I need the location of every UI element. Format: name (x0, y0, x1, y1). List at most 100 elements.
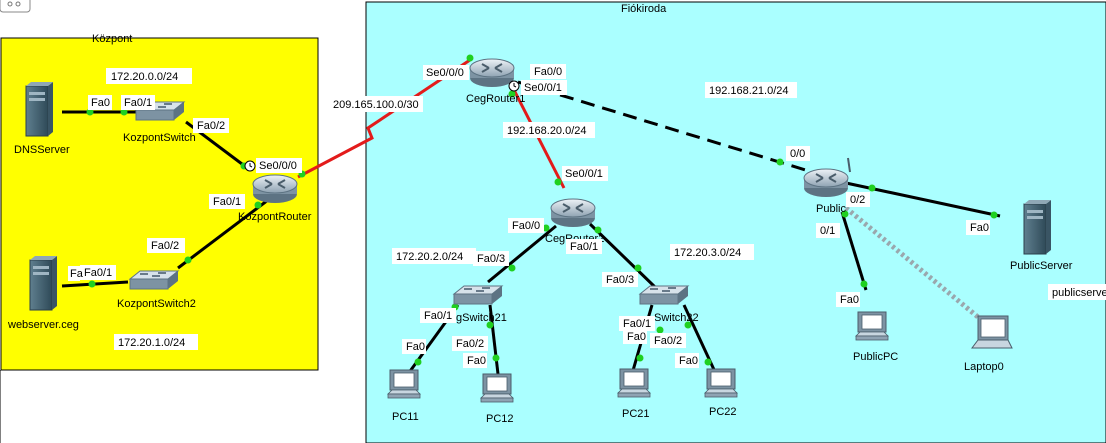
antenna-icon (847, 157, 851, 173)
svg-text:Fa0/1: Fa0/1 (623, 318, 651, 330)
device-pc12[interactable]: PC12 (480, 373, 514, 425)
port-label: Fa0/1 (121, 95, 155, 110)
port-label: Se0/0/0 (256, 158, 302, 173)
area-kozpont-title: Központ (92, 33, 132, 45)
link-status-dots (86, 54, 998, 366)
device-pc22[interactable]: PC22 (704, 368, 738, 418)
device-label: CegRouter1 (466, 93, 525, 105)
device-label: CegSwitch21 (442, 312, 507, 324)
svg-text:172.20.2.0/24: 172.20.2.0/24 (396, 251, 463, 263)
device-label: Laptop0 (964, 361, 1004, 373)
note-bg (1048, 284, 1106, 300)
port-label: Fa0/2 (147, 238, 185, 253)
port-label: Se0/0/1 (562, 166, 608, 181)
svg-text:Fa0: Fa0 (970, 222, 989, 234)
device-kozpontrouter[interactable]: KozpontRouter (238, 174, 312, 223)
port-label: Fa0/1 (209, 194, 245, 209)
device-label: KozpontSwitch (123, 132, 196, 144)
port-label: Fa0 (966, 220, 990, 235)
svg-text:Fa0/1: Fa0/1 (213, 196, 241, 208)
link-cr2-sw21[interactable] (487, 224, 557, 284)
device-label: PC12 (486, 413, 514, 425)
svg-text:Fa0/1: Fa0/1 (424, 310, 452, 322)
svg-text:Fa0/1: Fa0/1 (124, 97, 152, 109)
device-dnsserver[interactable]: DNSServer (14, 81, 70, 156)
server-icon (25, 81, 54, 137)
link-sw21-pc12[interactable] (488, 304, 500, 375)
svg-text:Fa0: Fa0 (679, 355, 698, 367)
network-label: 209.165.100.0/30 (329, 96, 423, 112)
device-label: PC22 (709, 406, 737, 418)
device-cegrouter1[interactable]: CegRouter1 (466, 58, 525, 105)
router-icon (469, 58, 515, 88)
svg-text:Fa0/2: Fa0/2 (151, 240, 179, 252)
port-label: Fa0/3 (602, 272, 638, 287)
device-laptop0[interactable]: Laptop0 (964, 315, 1013, 373)
clock-icon (244, 160, 256, 172)
router-icon (550, 198, 596, 228)
link-kr-ksw2[interactable] (177, 195, 273, 270)
router-icon (252, 174, 298, 204)
svg-text:Se0/0/0: Se0/0/0 (426, 67, 464, 79)
svg-text:Fa0: Fa0 (627, 331, 646, 343)
device-label: webserver.ceg (7, 319, 79, 331)
port-label: Se0/0/1 (521, 80, 567, 95)
port-label: Fa0 (836, 292, 860, 307)
svg-text:172.20.3.0/24: 172.20.3.0/24 (674, 247, 741, 259)
svg-text:Fa0/2: Fa0/2 (654, 335, 682, 347)
device-publicpc[interactable]: PublicPC (853, 311, 898, 363)
device-label: PC21 (622, 408, 650, 420)
port-label: Fa0 (402, 339, 426, 354)
svg-text:0/1: 0/1 (820, 225, 835, 237)
link-public-ppc[interactable] (840, 211, 868, 291)
device-label: KozpontRouter (238, 211, 312, 223)
switch-icon (129, 270, 179, 290)
pc-icon (480, 373, 514, 403)
port-label: Fa0/1 (566, 239, 602, 254)
device-cegswitch21[interactable]: CegSwitch21 (442, 285, 507, 324)
svg-text:192.168.20.0/24: 192.168.20.0/24 (507, 125, 587, 137)
device-publicserver[interactable]: PublicServer (1010, 199, 1073, 272)
device-kozpontswitch[interactable]: KozpontSwitch (123, 101, 196, 144)
port-label: Fa0/2 (452, 336, 488, 351)
port-label: Fa0/1 (619, 316, 655, 331)
device-pc21[interactable]: PC21 (617, 368, 651, 420)
link-serial-kr-cr1[interactable] (297, 58, 471, 179)
svg-text:Fa0/3: Fa0/3 (477, 253, 505, 265)
pc-icon (387, 369, 421, 399)
svg-text:Fa0/0: Fa0/0 (534, 66, 562, 78)
svg-text:0/0: 0/0 (790, 148, 805, 160)
port-label: Fa0/0 (508, 218, 544, 233)
area-fiokiroda-title: Fiókiroda (621, 3, 667, 15)
svg-text:Fa0: Fa0 (91, 97, 110, 109)
svg-text:Fa0: Fa0 (406, 341, 425, 353)
device-label: PublicServer (1010, 260, 1073, 272)
device-webserver[interactable]: webserver.ceg (7, 255, 79, 331)
link-cr2-sw22[interactable] (588, 222, 658, 290)
svg-text:Fa0/2: Fa0/2 (456, 338, 484, 350)
link-cr1-public[interactable] (517, 80, 813, 174)
svg-text:Fa0: Fa0 (467, 355, 486, 367)
device-label: PC11 (392, 411, 419, 423)
svg-text:Fa0/1: Fa0/1 (84, 267, 112, 279)
svg-text:Fa0/1: Fa0/1 (570, 241, 598, 253)
palette-icon[interactable] (0, 0, 31, 13)
device-public-router[interactable]: Public (803, 157, 851, 215)
port-label: Se0/0/0 (423, 65, 469, 80)
note-publicserver[interactable]: publicserve (1048, 284, 1106, 300)
svg-text:Fa0/3: Fa0/3 (606, 274, 634, 286)
device-switch22[interactable]: Switch22 (639, 285, 699, 324)
port-label: Fa0 (675, 353, 699, 368)
network-label: 172.20.0.0/24 (106, 68, 192, 84)
device-label: DNSServer (14, 144, 70, 156)
device-label: KozpontSwitch2 (117, 298, 196, 310)
svg-text:Se0/0/0: Se0/0/0 (259, 160, 297, 172)
device-pc11[interactable]: PC11 (387, 369, 421, 423)
network-label: 192.168.20.0/24 (503, 122, 595, 138)
device-kozpontswitch2[interactable]: KozpontSwitch2 (117, 270, 196, 310)
svg-text:Fa0/0: Fa0/0 (512, 220, 540, 232)
port-label: Fa0/3 (473, 251, 509, 266)
svg-text:0/2: 0/2 (850, 194, 865, 206)
svg-text:172.20.0.0/24: 172.20.0.0/24 (111, 71, 178, 83)
port-label: 0/2 (846, 192, 870, 207)
